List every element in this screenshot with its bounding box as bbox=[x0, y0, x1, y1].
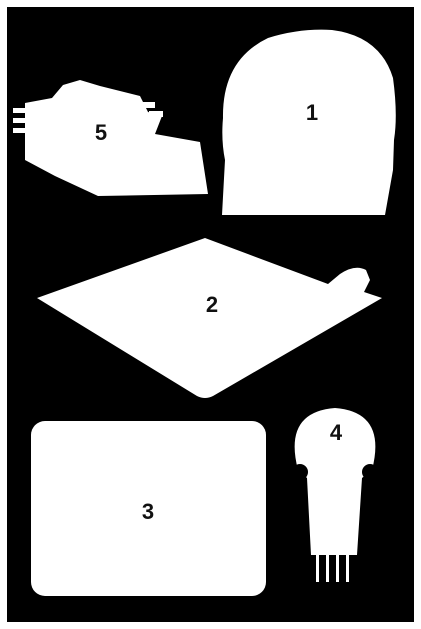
shape-4-label: 4 bbox=[330, 420, 343, 445]
shape-3-label: 3 bbox=[142, 499, 154, 524]
shape-1-label: 1 bbox=[306, 100, 318, 125]
shape-4-pin bbox=[336, 555, 339, 582]
shape-4-pin bbox=[346, 555, 349, 582]
shape-1: 1 bbox=[222, 30, 396, 215]
shape-2-label: 2 bbox=[206, 292, 218, 317]
shape-4-notch bbox=[362, 464, 378, 480]
shape-5-tab bbox=[13, 128, 26, 133]
shape-5-label: 5 bbox=[95, 120, 107, 145]
shape-4-pin bbox=[316, 555, 319, 582]
shape-4-notch bbox=[292, 464, 308, 480]
shape-5-tab bbox=[13, 118, 26, 123]
shape-5-tab bbox=[141, 102, 155, 108]
shape-5-tab bbox=[13, 108, 26, 113]
shape-5-tab bbox=[149, 111, 163, 117]
shape-3: 3 bbox=[31, 421, 266, 596]
shape-4-pin bbox=[326, 555, 329, 582]
